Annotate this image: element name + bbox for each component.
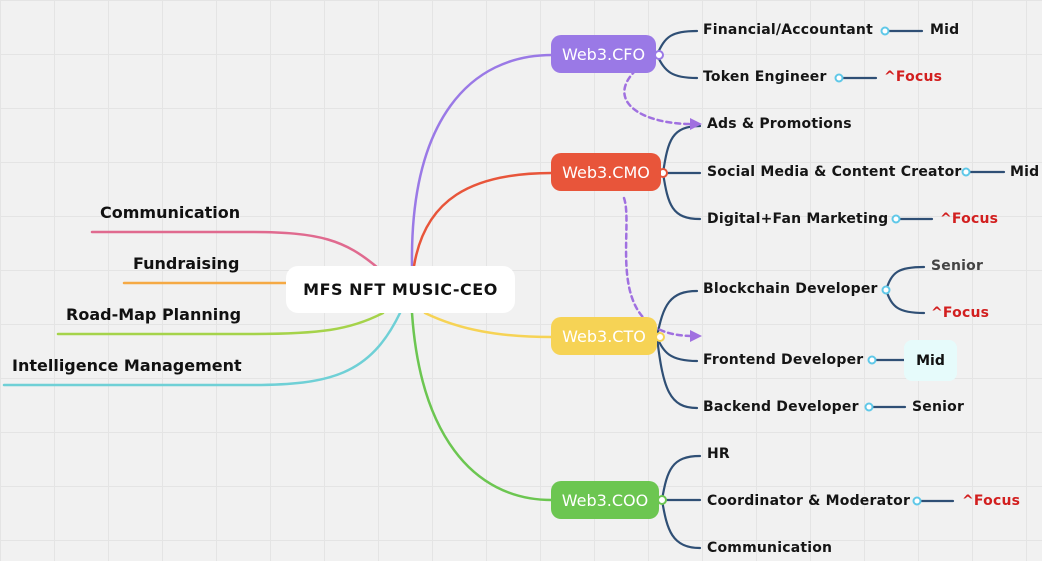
arrow-head: [690, 330, 702, 342]
tag-focus[interactable]: ^Focus: [940, 211, 999, 227]
connector-cmo: [412, 171, 554, 268]
role-ads-promotions[interactable]: Ads & Promotions: [707, 116, 852, 132]
role-social-media-content-creator[interactable]: Social Media & Content Creator: [707, 164, 962, 180]
tag-focus[interactable]: ^Focus: [884, 69, 943, 85]
branch-web3-cfo[interactable]: Web3.CFO: [551, 35, 656, 73]
topic-communication[interactable]: Communication: [100, 203, 241, 222]
role-backend-developer[interactable]: Backend Developer: [703, 399, 859, 415]
connector-intelligence: [2, 311, 402, 387]
tag-mid[interactable]: Mid: [1010, 164, 1040, 180]
connector-roadmap: [56, 311, 385, 336]
role-financial-accountant[interactable]: Financial/Accountant: [703, 22, 873, 38]
connector-cto: [423, 311, 554, 339]
branch-web3-coo[interactable]: Web3.COO: [551, 481, 659, 519]
connector-communication: [90, 230, 380, 270]
role-blockchain-developer[interactable]: Blockchain Developer: [703, 281, 878, 297]
arrow-head: [690, 118, 702, 130]
tag-mid[interactable]: Mid: [930, 22, 960, 38]
tag-focus[interactable]: ^Focus: [962, 493, 1021, 509]
role-frontend-developer[interactable]: Frontend Developer: [703, 352, 864, 368]
role-coordinator-moderator[interactable]: Coordinator & Moderator: [707, 493, 911, 509]
topic-road-map-planning[interactable]: Road-Map Planning: [66, 305, 242, 324]
role-communication[interactable]: Communication: [707, 540, 833, 556]
tag-mid-badge[interactable]: Mid: [904, 340, 957, 381]
root-node[interactable]: MFS NFT MUSIC-CEO: [286, 266, 515, 313]
connector-cfo: [410, 53, 554, 268]
tag-senior[interactable]: Senior: [912, 399, 965, 415]
connector-coo: [410, 311, 554, 502]
role-token-engineer[interactable]: Token Engineer: [703, 69, 827, 85]
dashed-arrow-cfo-to-cmo: [623, 68, 694, 126]
tag-senior[interactable]: Senior: [931, 258, 984, 274]
tag-focus[interactable]: ^Focus: [931, 305, 990, 321]
dashed-arrow-cmo-to-cto: [622, 196, 694, 338]
topic-fundraising[interactable]: Fundraising: [133, 254, 240, 273]
role-hr[interactable]: HR: [707, 446, 730, 462]
topic-intelligence-management[interactable]: Intelligence Management: [12, 356, 242, 375]
branch-web3-cmo[interactable]: Web3.CMO: [551, 153, 661, 191]
branch-web3-cto[interactable]: Web3.CTO: [551, 317, 657, 355]
role-digital-fan-marketing[interactable]: Digital+Fan Marketing: [707, 211, 889, 227]
